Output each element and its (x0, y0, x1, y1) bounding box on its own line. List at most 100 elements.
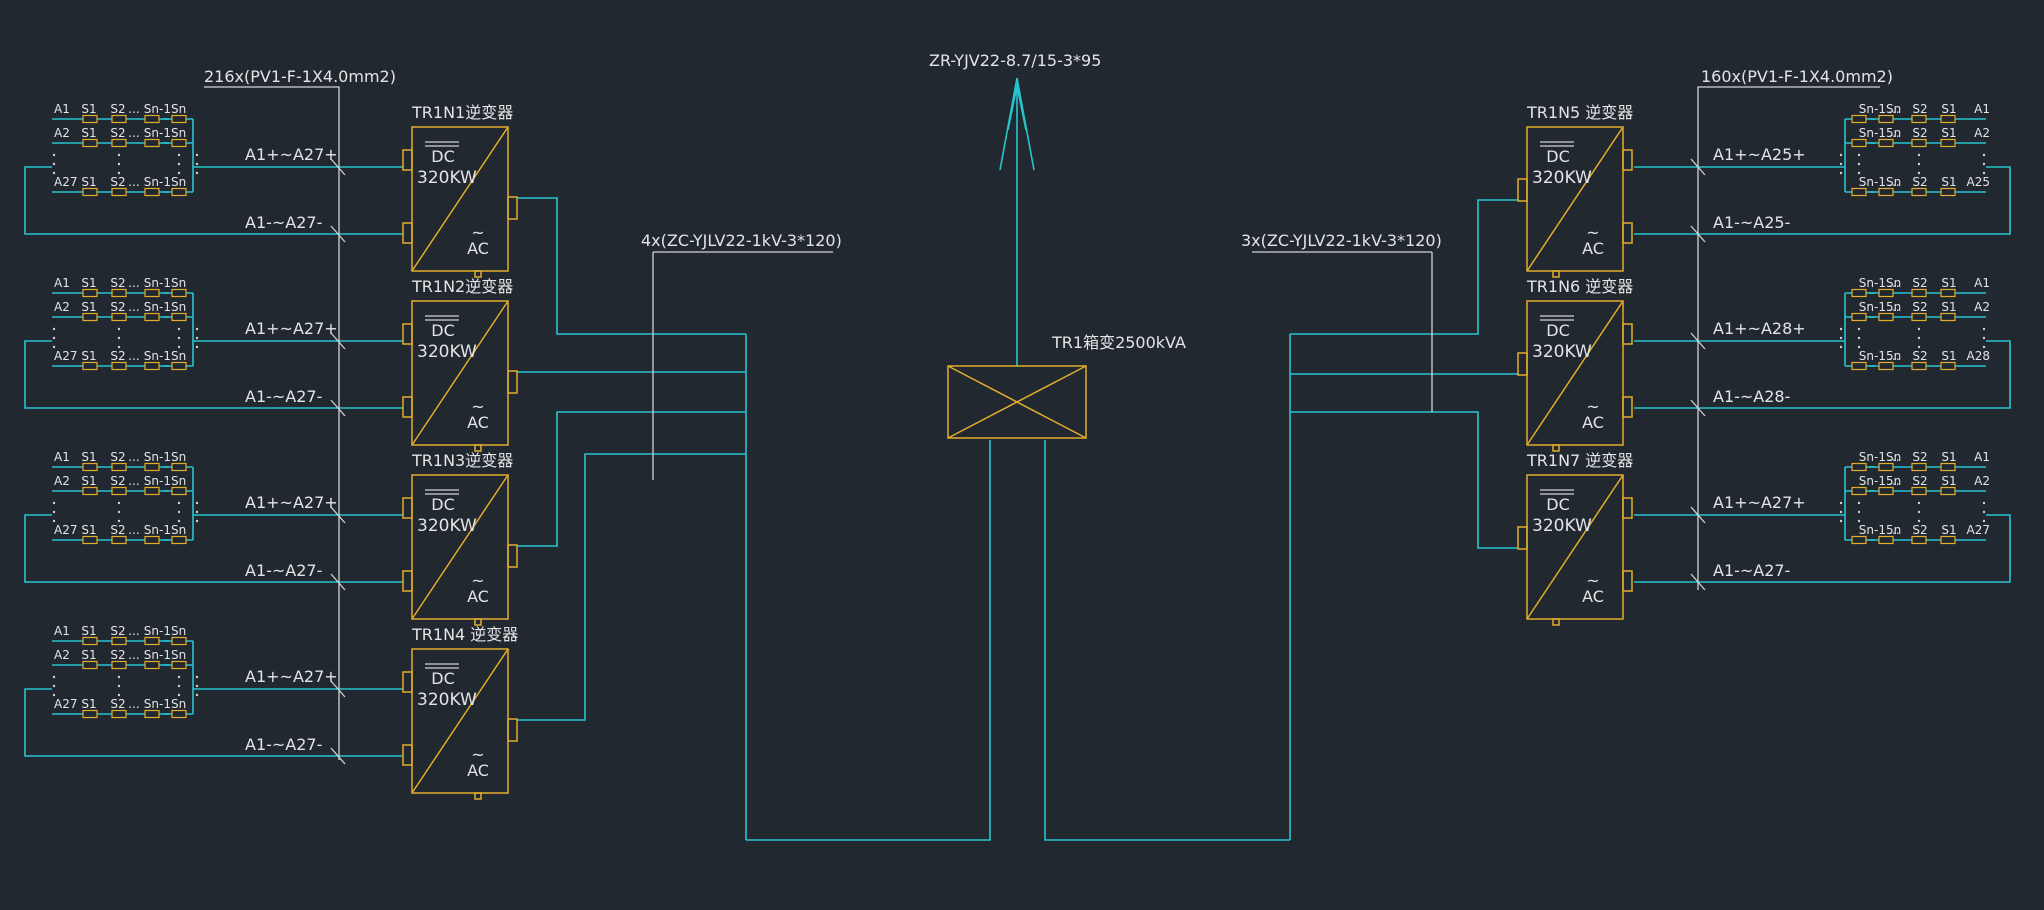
transformer-box (947, 365, 1087, 439)
pv-module (1940, 288, 1956, 298)
left-2-s1-label: S1 (81, 349, 96, 363)
tick (330, 225, 346, 243)
right-5-inverter-name: TR1N5 逆变器 (1526, 103, 1633, 122)
pv-module (1851, 312, 1867, 322)
pv-module (111, 709, 127, 719)
continuation-dot (117, 162, 121, 166)
left-ac-feeder-1 (517, 197, 746, 335)
ellipsis: ... (1888, 175, 1899, 189)
continuation-dot (1857, 162, 1861, 166)
continuation-dot (52, 327, 56, 331)
pv-module (1940, 138, 1956, 148)
right-6-s1-label: S1 (1941, 300, 1956, 314)
right-7-inverter-name: TR1N7 逆变器 (1526, 451, 1633, 470)
left-3-sn-label: Sn-1Sn (144, 523, 186, 537)
right-6-negative-return (1634, 340, 2011, 409)
continuation-dot (1857, 510, 1861, 514)
left-2-string-label: A2 (54, 300, 70, 314)
left-2-neg-label: A1-~A27- (245, 387, 322, 406)
left-3-s1-label: S1 (81, 523, 96, 537)
continuation-dot (1982, 345, 1986, 349)
right-7-power-label: 320KW (1532, 516, 1592, 536)
right-5-ac-label: AC (1582, 239, 1604, 258)
continuation-dot (1839, 501, 1843, 505)
pv-module (111, 288, 127, 298)
pv-module (1878, 535, 1894, 545)
left-4-s1-label: S1 (81, 624, 96, 638)
right-7-s2-label: S2 (1912, 523, 1927, 537)
left-4-ac-terminal (507, 718, 518, 742)
tick (330, 573, 346, 591)
continuation-dot (52, 162, 56, 166)
continuation-dot (1982, 519, 1986, 523)
left-4-dc-label: DC (431, 669, 455, 688)
right-5-array (1839, 114, 1986, 197)
pv-module (171, 535, 187, 545)
ellipsis: ... (128, 474, 139, 488)
left-2-s1-label: S1 (81, 276, 96, 290)
continuation-dot (1839, 327, 1843, 331)
left-1-s1-label: S1 (81, 102, 96, 116)
continuation-dot (195, 675, 199, 679)
continuation-dot (195, 684, 199, 688)
right-6-pos-label: A1+~A28+ (1713, 319, 1806, 338)
continuation-dot (195, 345, 199, 349)
right-6-s2-label: S2 (1912, 349, 1927, 363)
pv-module (1878, 138, 1894, 148)
ellipsis: ... (1888, 102, 1899, 116)
pv-module (144, 660, 160, 670)
ellipsis: ... (128, 349, 139, 363)
continuation-dot (1857, 519, 1861, 523)
right-6-neg-label: A1-~A28- (1713, 387, 1790, 406)
pv-module (111, 535, 127, 545)
left-3-string-label: A27 (54, 523, 77, 537)
pv-module (82, 138, 98, 148)
pv-module (82, 288, 98, 298)
left-1-power-label: 320KW (417, 168, 477, 188)
continuation-dot (117, 153, 121, 157)
left-4-negative-return (24, 688, 403, 757)
continuation-dot (1857, 501, 1861, 505)
right-5-ac-terminal (1517, 178, 1528, 202)
left-3-sn-label: Sn-1Sn (144, 450, 186, 464)
pv-module (144, 636, 160, 646)
pv-module (82, 636, 98, 646)
left-3-bottom-terminal (474, 618, 482, 626)
ellipsis: ... (1888, 126, 1899, 140)
pv-module (82, 312, 98, 322)
continuation-dot (1917, 501, 1921, 505)
tick (330, 158, 346, 176)
right-5-power-label: 320KW (1532, 168, 1592, 188)
pv-module (82, 660, 98, 670)
pv-module (144, 114, 160, 124)
left-3-neg-label: A1-~A27- (245, 561, 322, 580)
left-3-string-label: A1 (54, 450, 70, 464)
left-ac-cable-label: 4x(ZC-YJLV22-1kV-3*120) (641, 231, 842, 250)
transformer-label: TR1箱变2500kVA (1051, 333, 1186, 352)
continuation-dot (1982, 327, 1986, 331)
pv-module (144, 709, 160, 719)
continuation-dot (1982, 171, 1986, 175)
left-3-inverter-name: TR1N3逆变器 (411, 451, 513, 470)
continuation-dot (1839, 345, 1843, 349)
left-3-sn-label: Sn-1Sn (144, 474, 186, 488)
pv-module (1911, 312, 1927, 322)
continuation-dot (52, 336, 56, 340)
right-7-string-label: A1 (1974, 450, 1990, 464)
left-1-s1-label: S1 (81, 126, 96, 140)
ellipsis: ... (1888, 450, 1899, 464)
pv-module (1851, 187, 1867, 197)
left-1-dc-label: DC (431, 147, 455, 166)
left-4-inverter-name: TR1N4 逆变器 (411, 625, 518, 644)
tick (330, 332, 346, 350)
pv-module (111, 636, 127, 646)
left-2-ac-label: AC (467, 413, 489, 432)
pv-module (111, 462, 127, 472)
pv-module (1940, 462, 1956, 472)
left-1-inverter-name: TR1N1逆变器 (411, 103, 513, 122)
right-6-array (1839, 288, 1986, 371)
right-5-inverter-diagonal (1526, 126, 1624, 272)
left-2-dc-minus-terminal (402, 396, 413, 418)
ellipsis: ... (128, 276, 139, 290)
pv-module (1878, 361, 1894, 371)
